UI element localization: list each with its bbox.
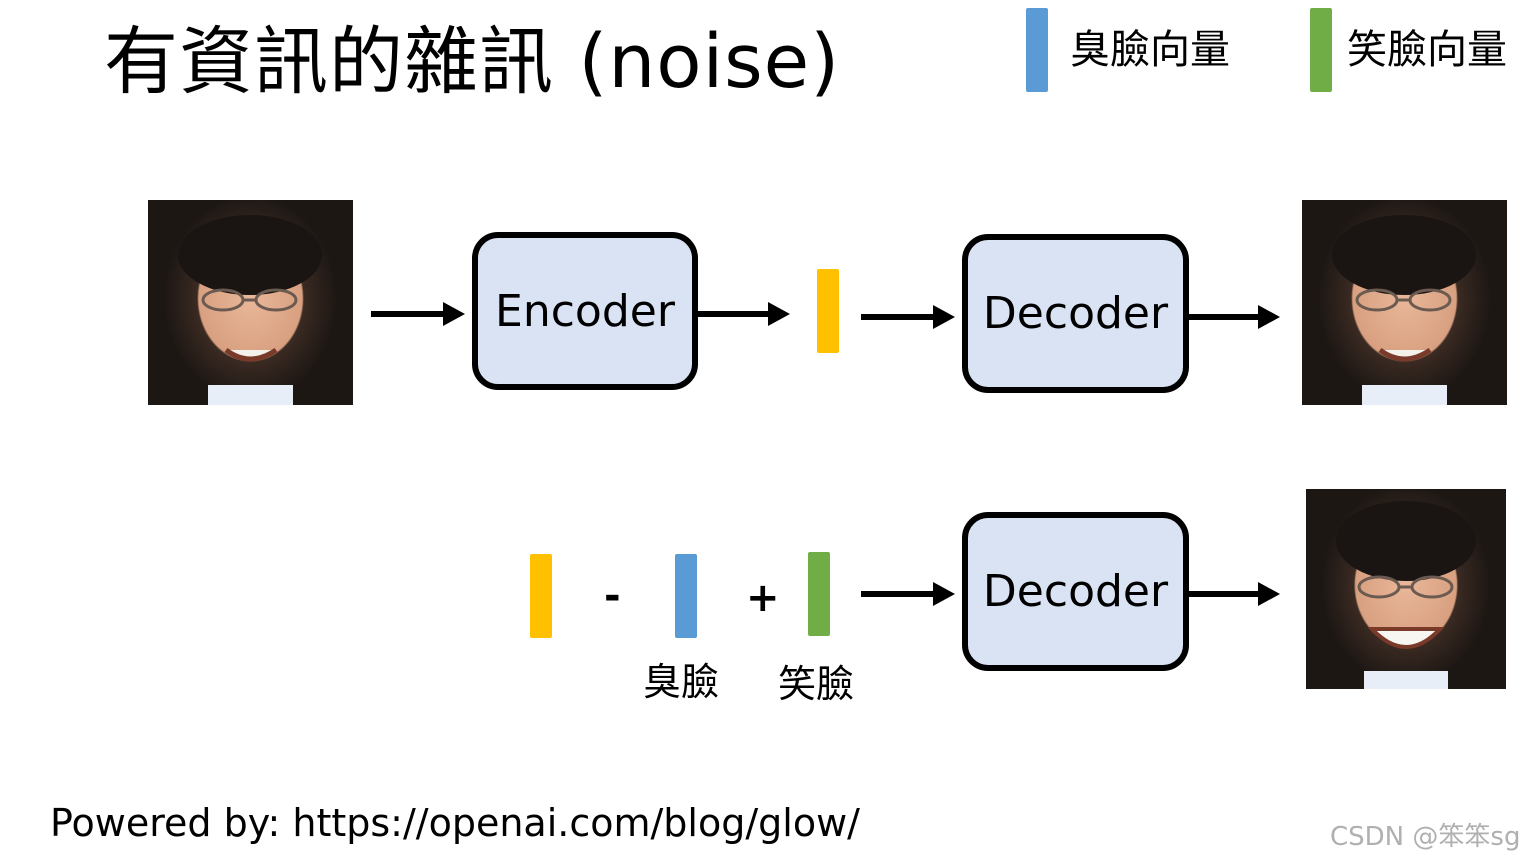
decoder-label-bottom: Decoder (982, 566, 1169, 617)
arrow-decoder-to-output (1189, 305, 1280, 329)
smile-label: 笑臉 (778, 662, 855, 706)
watermark: CSDN @笨笨sg (1330, 822, 1521, 852)
minus-operator: - (604, 573, 621, 619)
latent-vector (817, 269, 839, 353)
legend-smile-swatch (1310, 8, 1332, 92)
face-illustration-icon (178, 215, 322, 405)
encoder-label: Encoder (495, 285, 675, 337)
frown-label: 臭臉 (643, 660, 720, 704)
arrow-encoder-to-latent (698, 302, 790, 326)
decoder-label-top: Decoder (982, 288, 1169, 339)
legend-smile-label: 笑臉向量 (1347, 27, 1507, 73)
latent-vector-bottom (530, 554, 552, 638)
smiling-face-image (1306, 489, 1506, 689)
legend-frown-swatch (1026, 8, 1048, 92)
arrow-input-to-encoder (371, 302, 465, 326)
arrow-decoder-to-smile-output (1189, 582, 1280, 606)
decoder-box-top: Decoder (962, 234, 1189, 393)
decoder-box-bottom: Decoder (962, 512, 1189, 671)
input-face-image (148, 200, 353, 405)
frown-vector (675, 554, 697, 638)
arrow-sum-to-decoder (861, 582, 955, 606)
face-illustration-icon (1332, 215, 1476, 405)
footer-credit: Powered by: https://openai.com/blog/glow… (50, 801, 860, 845)
encoder-box: Encoder (472, 232, 698, 390)
face-illustration-icon (1336, 501, 1476, 689)
plus-operator: + (746, 575, 780, 621)
reconstructed-face-image (1302, 200, 1507, 405)
slide-title: 有資訊的雜訊 (noise) (104, 19, 841, 105)
arrow-latent-to-decoder (861, 305, 955, 329)
legend-frown-label: 臭臉向量 (1070, 27, 1230, 73)
smile-vector (808, 552, 830, 636)
